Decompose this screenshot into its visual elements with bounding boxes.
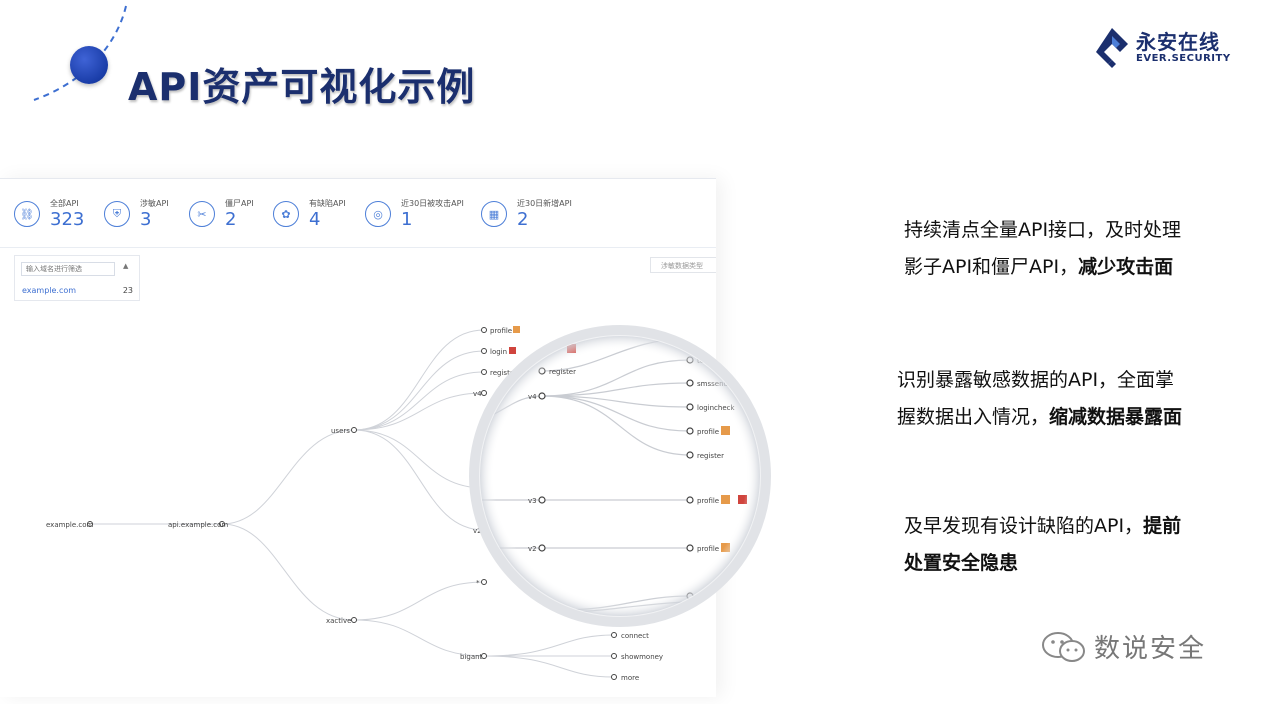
stat-label: 全部API bbox=[50, 199, 79, 208]
caret-up-icon[interactable]: ▲ bbox=[123, 262, 129, 270]
tree-node-register[interactable]: register bbox=[490, 369, 517, 377]
api-tree-graph: example.com api.example.com users xactiv… bbox=[46, 325, 771, 682]
stats-bar: ⛓ 全部API 323 ⛨ 涉敏API 3 ✂ 僵尸API 2 ✿ 有缺陷API… bbox=[0, 179, 716, 248]
calendar-icon: ▦ bbox=[481, 201, 507, 227]
tree-node-users[interactable]: users bbox=[331, 427, 350, 435]
link-icon: ⛓ bbox=[14, 201, 40, 227]
wechat-icon bbox=[1042, 631, 1085, 662]
stat-new-api[interactable]: ▦ 近30日新增API 2 bbox=[481, 199, 572, 231]
target-icon: ◎ bbox=[365, 201, 391, 227]
stat-value: 1 bbox=[401, 209, 413, 230]
bullet-emphasis: 缩减数据暴露面 bbox=[1049, 406, 1183, 428]
domain-api-count: 23 bbox=[122, 286, 133, 295]
stat-value: 3 bbox=[140, 209, 152, 230]
stat-label: 涉敏API bbox=[140, 199, 169, 208]
tree-node-v4[interactable]: v4 bbox=[473, 390, 482, 398]
stat-value: 323 bbox=[50, 209, 85, 230]
domain-list-item[interactable]: example.com bbox=[22, 286, 77, 295]
shield-icon: ⛨ bbox=[104, 201, 130, 227]
bullet-emphasis: 减少攻击面 bbox=[1078, 256, 1174, 278]
tree-node-v2[interactable]: v2 bbox=[473, 527, 482, 535]
tree-node-connect[interactable]: connect bbox=[621, 632, 649, 640]
tree-node-profile[interactable]: profile bbox=[490, 327, 512, 335]
slide-title: API资产可视化示例 bbox=[128, 65, 476, 109]
domain-filter-input[interactable] bbox=[21, 262, 115, 276]
stat-sensitive-api[interactable]: ⛨ 涉敏API 3 bbox=[104, 199, 169, 231]
stat-value: 2 bbox=[225, 209, 237, 230]
ever-security-logo-icon bbox=[1096, 28, 1128, 68]
decorative-dot bbox=[70, 46, 108, 84]
stat-label: 近30日新增API bbox=[517, 199, 572, 208]
sensitive-badge-icon bbox=[513, 326, 520, 333]
bullet-emphasis: 处置安全隐患 bbox=[904, 552, 1019, 574]
puzzle-icon: ✿ bbox=[273, 201, 299, 227]
watermark-text: 数说安全 bbox=[1094, 634, 1207, 664]
bullet-line: 持续清点全量API接口，及时处理 bbox=[904, 219, 1182, 241]
domain-filter-panel: ▲ example.com 23 bbox=[14, 255, 140, 301]
tree-node-login[interactable]: login bbox=[490, 348, 507, 356]
sort-by-sensitive-type-button[interactable]: 涉敏数据类型 bbox=[650, 257, 716, 273]
stat-all-api[interactable]: ⛓ 全部API 323 bbox=[14, 199, 84, 231]
magnifier-lens: register v4 v3 v2 tokens smssend loginch… bbox=[469, 325, 771, 627]
bullet-sensitive-data: 识别暴露敏感数据的API，全面掌 握数据出入情况，缩减数据暴露面 bbox=[897, 362, 1182, 436]
broken-link-icon: ✂ bbox=[189, 201, 215, 227]
bullet-line: 影子API和僵尸API， bbox=[904, 256, 1079, 278]
bullet-line: 握数据出入情况， bbox=[897, 406, 1050, 428]
bullet-line: 识别暴露敏感数据的API，全面掌 bbox=[897, 369, 1175, 391]
bullet-emphasis: 提前 bbox=[1143, 515, 1182, 537]
bullet-inventory: 持续清点全量API接口，及时处理 影子API和僵尸API，减少攻击面 bbox=[904, 212, 1181, 286]
tree-node-bigant[interactable]: bigant bbox=[460, 653, 483, 661]
stat-label: 有缺陷API bbox=[309, 199, 346, 208]
company-logo: 永安在线 EVER.SECURITY bbox=[1094, 26, 1231, 70]
tree-node-showmoney[interactable]: showmoney bbox=[621, 653, 663, 661]
watermark: 数说安全 bbox=[1040, 628, 1206, 665]
bullet-line: 及早发现有设计缺陷的API， bbox=[904, 515, 1144, 537]
bullet-design-defect: 及早发现有设计缺陷的API，提前 处置安全隐患 bbox=[904, 508, 1181, 582]
tree-node-host[interactable]: api.example.com bbox=[168, 521, 228, 529]
logo-name-cn: 永安在线 bbox=[1136, 30, 1220, 54]
stat-label: 僵尸API bbox=[225, 199, 254, 208]
tree-node-star[interactable]: * bbox=[476, 579, 480, 587]
tree-node-xactive[interactable]: xactive bbox=[326, 617, 351, 625]
tree-node-root[interactable]: example.com bbox=[46, 521, 93, 529]
defect-badge-icon bbox=[509, 347, 516, 354]
stat-value: 2 bbox=[517, 209, 529, 230]
logo-name-en: EVER.SECURITY bbox=[1136, 53, 1231, 64]
stat-value: 4 bbox=[309, 209, 321, 230]
stat-defect-api[interactable]: ✿ 有缺陷API 4 bbox=[273, 199, 346, 231]
stat-zombie-api[interactable]: ✂ 僵尸API 2 bbox=[189, 199, 254, 231]
tree-node-more[interactable]: more bbox=[621, 674, 639, 682]
stat-attacked-api[interactable]: ◎ 近30日被攻击API 1 bbox=[365, 199, 464, 231]
stat-label: 近30日被攻击API bbox=[401, 199, 464, 208]
